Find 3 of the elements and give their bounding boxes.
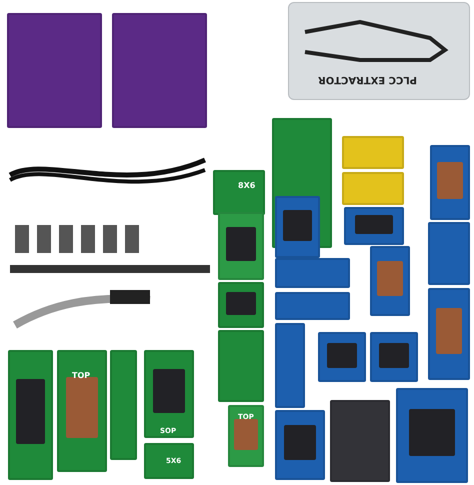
printed-label: TOP bbox=[72, 372, 90, 380]
printed-label: PLCC EXTRACTOR bbox=[318, 74, 418, 84]
printed-label: 8X6 bbox=[238, 182, 256, 190]
